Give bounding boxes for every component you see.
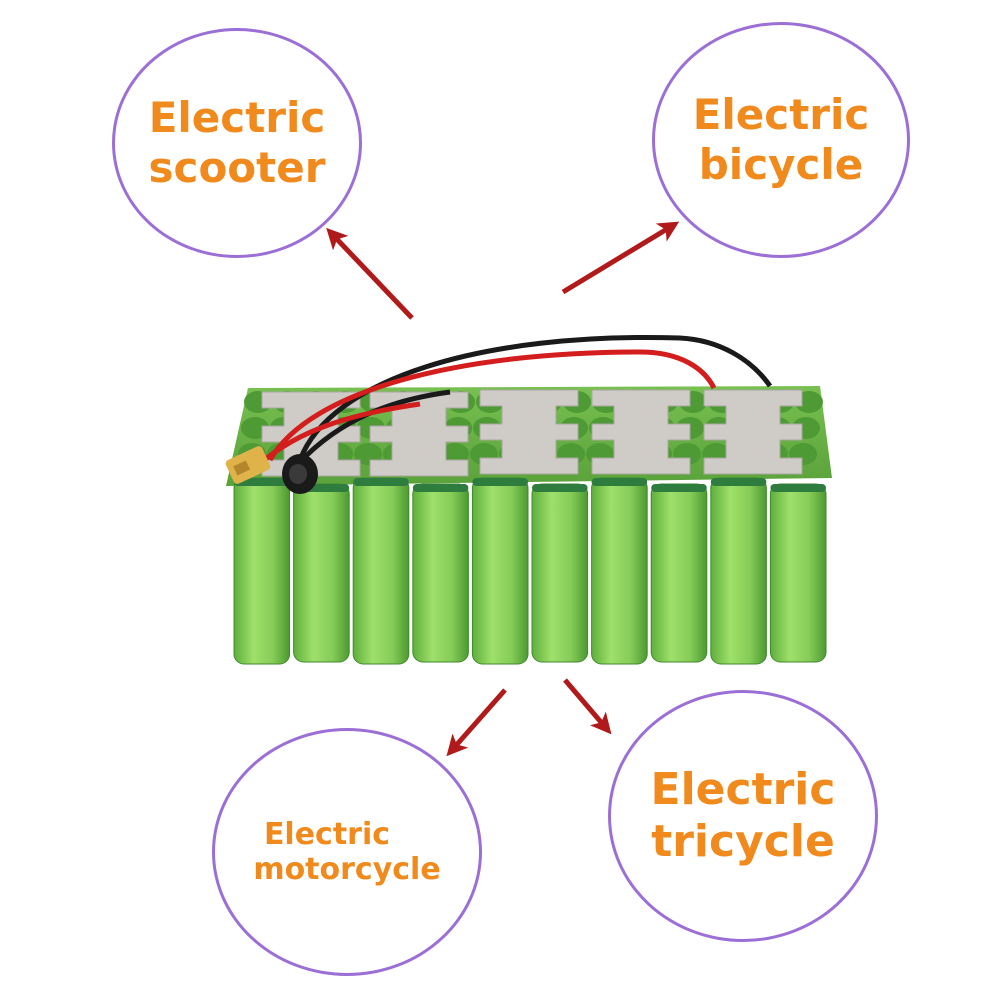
- bicycle-line1: Electric: [692, 90, 870, 140]
- arrow-icon: [563, 678, 612, 735]
- motorcycle-line2: motorcycle: [253, 852, 441, 887]
- arrow-icon: [326, 227, 414, 320]
- battery-cell: [233, 477, 291, 665]
- battery-cell: [352, 477, 410, 665]
- tricycle-line2: tricycle: [651, 816, 835, 867]
- tricycle-line1: Electric: [650, 764, 836, 816]
- scooter-line2: scooter: [148, 143, 326, 192]
- scooter-line1: Electric: [148, 93, 326, 143]
- arrow-icon: [561, 221, 680, 295]
- battery-cell: [471, 477, 529, 665]
- motorcycle-line1: Electric: [263, 816, 391, 852]
- battery-cell: [293, 483, 350, 663]
- battery-cell: [531, 483, 589, 663]
- scooter-bubble: Electric scooter: [112, 28, 362, 258]
- arrow-icon: [446, 688, 507, 757]
- battery-cell: [591, 477, 648, 665]
- motorcycle-bubble: Electric motorcycle: [212, 728, 482, 976]
- battery-cell: [769, 483, 827, 663]
- bicycle-line2: bicycle: [698, 140, 864, 189]
- battery-pack-icon: [225, 335, 832, 665]
- battery-cell: [650, 483, 708, 663]
- bicycle-bubble: Electric bicycle: [652, 22, 910, 258]
- battery-cell: [412, 483, 469, 663]
- battery-cell: [710, 477, 767, 665]
- tricycle-bubble: Electric tricycle: [608, 690, 878, 942]
